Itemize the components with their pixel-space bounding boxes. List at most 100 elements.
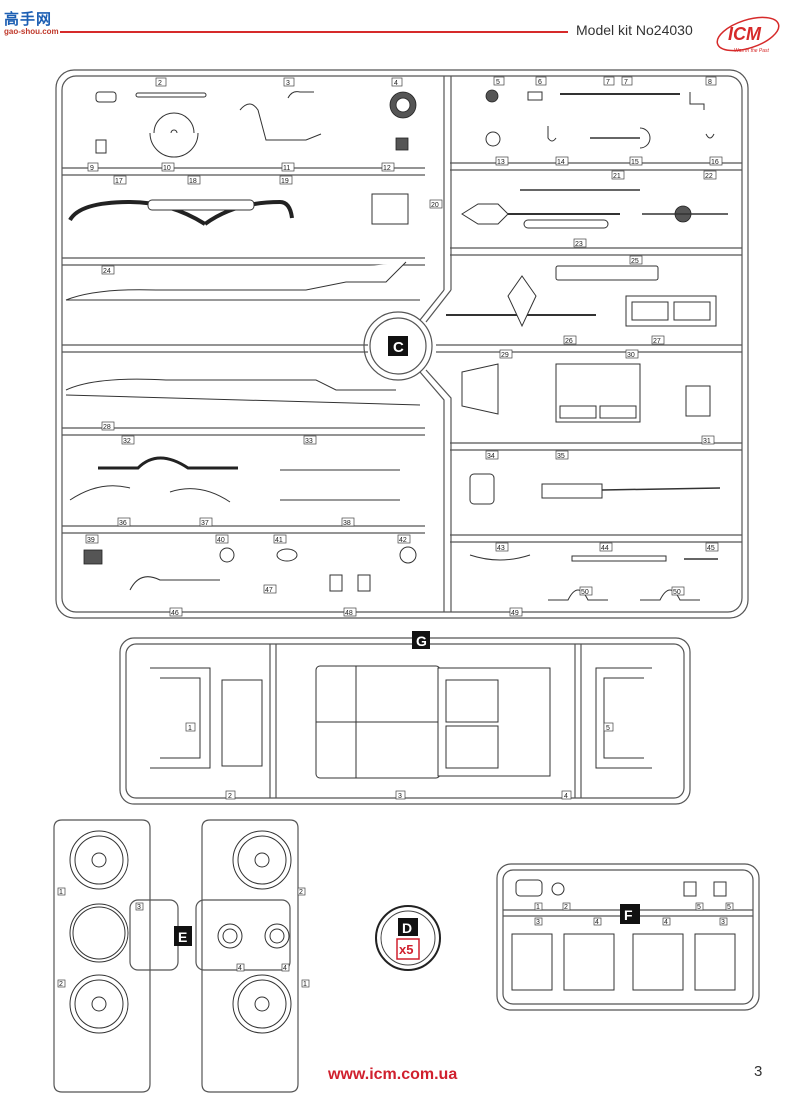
- svg-text:1: 1: [536, 904, 540, 911]
- icm-logo-text: ICM: [728, 24, 762, 44]
- part-number: 4: [662, 917, 671, 926]
- part-number: 29: [499, 349, 513, 359]
- part-number: 34: [485, 450, 499, 460]
- part-number: 47: [263, 584, 277, 594]
- part-number: 9: [87, 162, 99, 172]
- svg-text:46: 46: [171, 610, 179, 617]
- part-number: 21: [611, 170, 625, 180]
- part-number: 2: [297, 887, 306, 896]
- part-number: 22: [703, 170, 717, 180]
- svg-text:7: 7: [606, 79, 610, 86]
- part-number: 8: [705, 76, 717, 86]
- part-number: 1: [301, 979, 310, 988]
- part-number: 3: [534, 917, 543, 926]
- part-number: 14: [555, 156, 569, 166]
- part-number: 10: [161, 162, 175, 172]
- part-number: 20: [429, 199, 443, 209]
- watermark-logo-text: 高手网: [4, 11, 53, 28]
- part-number: 45: [705, 542, 719, 552]
- part-number: 3: [135, 902, 144, 911]
- footer-url[interactable]: www.icm.com.ua: [328, 1066, 458, 1083]
- svg-text:8: 8: [708, 79, 712, 86]
- sprue-d-label: D: [402, 920, 412, 936]
- svg-text:36: 36: [119, 520, 127, 527]
- wheel-part: [232, 830, 292, 890]
- part-number: 24: [101, 265, 115, 275]
- svg-text:39: 39: [87, 537, 95, 544]
- svg-text:21: 21: [613, 173, 621, 180]
- part-number: 30: [625, 349, 639, 359]
- part-number: 26: [563, 335, 577, 345]
- part-number: 17: [113, 175, 127, 185]
- part-number: 1: [57, 887, 66, 896]
- svg-text:5: 5: [496, 79, 500, 86]
- svg-text:2: 2: [59, 981, 63, 988]
- part-number: 13: [495, 156, 509, 166]
- svg-text:40: 40: [217, 537, 225, 544]
- part-number: 1: [185, 722, 196, 732]
- sprue-c: C: [55, 69, 749, 619]
- part-number: 11: [281, 162, 295, 172]
- watermark-url: gao-shou.com: [4, 27, 59, 36]
- part-number: 5: [493, 76, 505, 86]
- svg-text:18: 18: [189, 178, 197, 185]
- part-number: 50: [579, 586, 593, 596]
- sprue-c-parts: [65, 89, 728, 601]
- svg-text:1: 1: [188, 725, 192, 732]
- sprue-d-quantity: x5: [399, 942, 413, 957]
- svg-text:3: 3: [536, 919, 540, 926]
- svg-text:49: 49: [511, 610, 519, 617]
- svg-text:7: 7: [624, 79, 628, 86]
- sprue-g: G 1 2 3 4 5: [119, 631, 691, 805]
- svg-text:50: 50: [673, 589, 681, 596]
- svg-text:19: 19: [281, 178, 289, 185]
- sprue-e: E 1 2 3 2 1 4 4: [53, 819, 310, 1093]
- part-number: 28: [101, 421, 115, 431]
- part-number: 38: [341, 517, 355, 527]
- part-number: 5: [725, 902, 734, 911]
- part-number: 25: [629, 255, 643, 265]
- svg-text:4: 4: [664, 919, 668, 926]
- svg-text:12: 12: [383, 165, 391, 172]
- part-number: 36: [117, 517, 131, 527]
- svg-text:22: 22: [705, 173, 713, 180]
- part-number: 35: [555, 450, 569, 460]
- svg-text:23: 23: [575, 241, 583, 248]
- svg-text:14: 14: [557, 159, 565, 166]
- header-divider: [60, 31, 568, 33]
- svg-text:9: 9: [90, 165, 94, 172]
- svg-text:16: 16: [711, 159, 719, 166]
- part-number: 4: [561, 790, 572, 800]
- svg-text:2: 2: [228, 793, 232, 800]
- svg-text:5: 5: [697, 904, 701, 911]
- svg-text:25: 25: [631, 258, 639, 265]
- svg-text:29: 29: [501, 352, 509, 359]
- part-number: 4: [236, 963, 245, 972]
- svg-text:3: 3: [286, 80, 290, 87]
- kit-title: Model kit No24030: [576, 22, 693, 38]
- svg-text:2: 2: [158, 80, 162, 87]
- svg-text:28: 28: [103, 424, 111, 431]
- svg-text:4: 4: [595, 919, 599, 926]
- svg-text:6: 6: [538, 79, 542, 86]
- part-number: 41: [273, 534, 287, 544]
- page-number: 3: [754, 1063, 763, 1080]
- part-number: 23: [573, 238, 587, 248]
- sprue-g-label: G: [416, 633, 427, 649]
- part-number: 37: [199, 517, 213, 527]
- svg-text:11: 11: [283, 165, 290, 172]
- svg-text:15: 15: [631, 159, 639, 166]
- part-number: 31: [701, 435, 715, 445]
- svg-text:37: 37: [201, 520, 209, 527]
- part-number: 2: [562, 902, 571, 911]
- svg-text:31: 31: [703, 438, 711, 445]
- part-number: 48: [343, 607, 357, 617]
- svg-text:4: 4: [238, 965, 242, 972]
- part-number: 46: [169, 607, 183, 617]
- part-number: 18: [187, 175, 201, 185]
- icm-tagline: Was in the Past: [734, 48, 770, 54]
- svg-text:1: 1: [59, 889, 63, 896]
- svg-text:10: 10: [163, 165, 171, 172]
- svg-text:30: 30: [627, 352, 635, 359]
- part-number: 40: [215, 534, 229, 544]
